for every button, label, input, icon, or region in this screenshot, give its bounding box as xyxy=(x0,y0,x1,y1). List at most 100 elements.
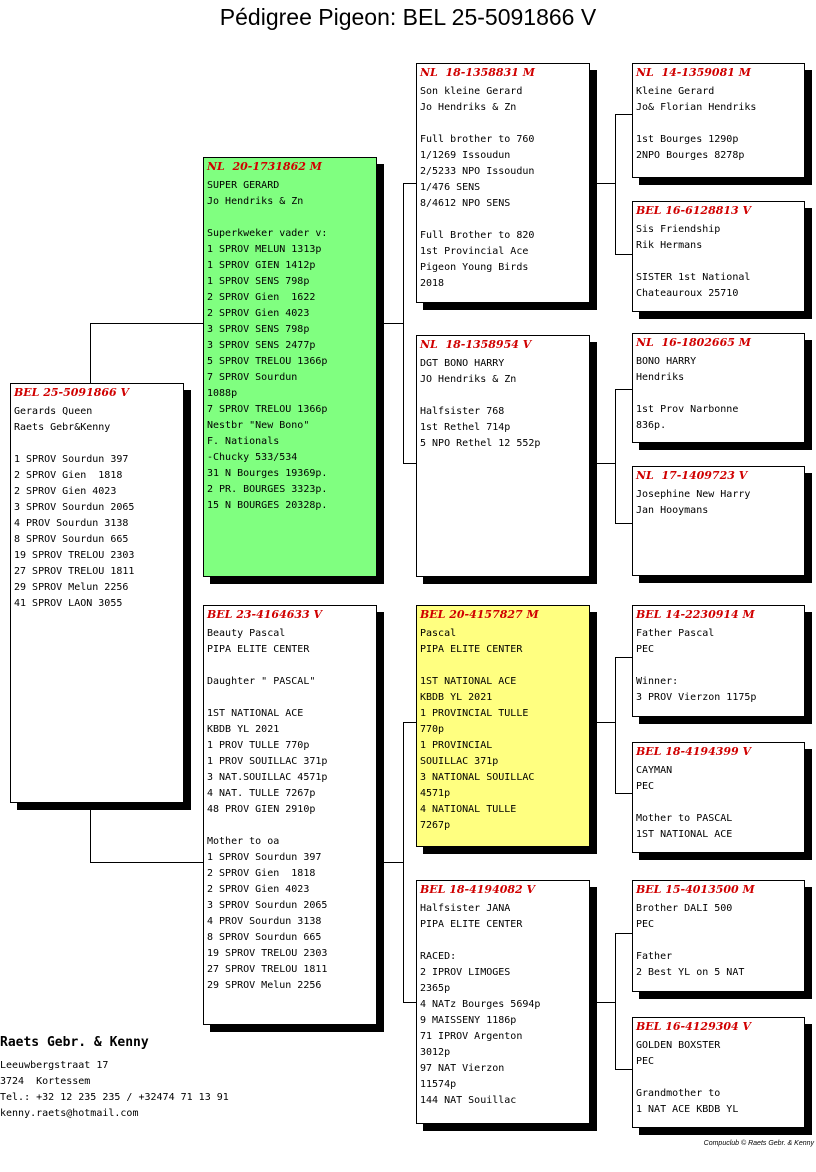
ring-number: NL 16-1802665 M xyxy=(636,336,751,349)
detail-line: 3 NATIONAL SOUILLAC xyxy=(420,772,535,783)
detail-line xyxy=(420,212,586,228)
detail-line: 2 SPROV Gien 4023 xyxy=(14,486,117,497)
owner-info: Raets Gebr. & Kenny Leeuwbergstraat 17 3… xyxy=(0,1034,229,1122)
connector-line xyxy=(615,793,633,794)
connector-line xyxy=(596,1002,616,1003)
detail-line: 2 SPROV Gien 4023 xyxy=(207,884,310,895)
detail-line xyxy=(636,254,801,270)
detail-line: PEC xyxy=(636,919,655,930)
detail-line: 1 SPROV GIEN 1412p xyxy=(207,260,316,271)
connector-line xyxy=(615,389,633,390)
detail-line: SISTER 1st National xyxy=(636,272,751,283)
detail-line: KBDB YL 2021 xyxy=(420,692,493,703)
detail-line: 8/4612 NPO SENS xyxy=(420,198,511,209)
detail-line xyxy=(636,658,801,674)
detail-line: 2 PR. BOURGES 3323p. xyxy=(207,484,328,495)
detail-line: BONO HARRY xyxy=(636,356,697,367)
detail-line: 7267p xyxy=(420,820,451,831)
ring-number: NL 17-1409723 V xyxy=(636,469,748,482)
detail-line: Jan Hooymans xyxy=(636,505,709,516)
detail-line xyxy=(420,658,586,674)
detail-line: 1 PROVINCIAL xyxy=(420,740,493,751)
detail-line: 1/1269 Issoudun xyxy=(420,150,511,161)
detail-line: 8 SPROV Sourdun 665 xyxy=(207,932,322,943)
detail-line: Jo Hendriks & Zn xyxy=(420,102,517,113)
detail-line: 4 PROV Sourdun 3138 xyxy=(207,916,322,927)
pigeon-card-sire-dam-sire: NL 16-1802665 M BONO HARRY Hendriks 1st Pr… xyxy=(632,333,805,443)
detail-line: PEC xyxy=(636,1056,655,1067)
detail-line: 3 SPROV SENS 2477p xyxy=(207,340,316,351)
detail-line: Full Brother to 820 xyxy=(420,230,535,241)
detail-line: 2NPO Bourges 8278p xyxy=(636,150,745,161)
detail-line: 7 SPROV TRELOU 1366p xyxy=(207,404,328,415)
detail-line: Winner: xyxy=(636,676,679,687)
ring-number: NL 20-1731862 M xyxy=(207,160,322,173)
detail-line: 1st Rethel 714p xyxy=(420,422,511,433)
detail-line: 27 SPROV TRELOU 1811 xyxy=(14,566,135,577)
connector-line xyxy=(615,114,633,115)
ring-number: BEL 16-6128813 V xyxy=(636,204,752,217)
ring-number: BEL 23-4164633 V xyxy=(207,608,323,621)
detail-line: 11574p xyxy=(420,1079,457,1090)
ring-number: BEL 15-4013500 M xyxy=(636,883,755,896)
detail-line: 7 SPROV Sourdun xyxy=(207,372,298,383)
detail-line xyxy=(636,386,801,402)
detail-line: Gerards Queen xyxy=(14,406,93,417)
pigeon-details: BONO HARRY Hendriks 1st Prov Narbonne 836p. xyxy=(636,354,801,434)
detail-line xyxy=(636,1070,801,1086)
detail-line: 1 SPROV SENS 798p xyxy=(207,276,310,287)
detail-line: Mother to oa xyxy=(207,836,280,847)
detail-line: 4571p xyxy=(420,788,451,799)
detail-line: 19 SPROV TRELOU 2303 xyxy=(207,948,328,959)
detail-line: Father xyxy=(636,951,673,962)
detail-line: Brother DALI 500 xyxy=(636,903,733,914)
detail-line: Mother to PASCAL xyxy=(636,813,733,824)
detail-line: DGT BONO HARRY xyxy=(420,358,505,369)
detail-line: Raets Gebr&Kenny xyxy=(14,422,111,433)
detail-line: 1st Prov Narbonne xyxy=(636,404,739,415)
page-title: Pédigree Pigeon: BEL 25-5091866 V xyxy=(219,4,597,30)
detail-line xyxy=(420,388,586,404)
detail-line: 4 NATz Bourges 5694p xyxy=(420,999,541,1010)
owner-phone: Tel.: +32 12 235 235 / +32474 71 13 91 xyxy=(0,1092,229,1103)
detail-line: KBDB YL 2021 xyxy=(207,724,280,735)
detail-line: Hendriks xyxy=(636,372,685,383)
connector-line xyxy=(403,183,417,184)
connector-line xyxy=(90,323,204,324)
connector-line xyxy=(403,1002,417,1003)
connector-line xyxy=(90,803,91,863)
detail-line: SOUILLAC 371p xyxy=(420,756,499,767)
detail-line: 3 SPROV Sourdun 2065 xyxy=(14,502,135,513)
footer-credit: Compuclub © Raets Gebr. & Kenny xyxy=(703,1140,814,1147)
detail-line: Father Pascal xyxy=(636,628,715,639)
detail-line: 1st Bourges 1290p xyxy=(636,134,739,145)
detail-line: Kleine Gerard xyxy=(636,86,715,97)
detail-line xyxy=(420,116,586,132)
detail-line xyxy=(14,436,180,452)
detail-line: 1 PROV TULLE 770p xyxy=(207,740,310,751)
detail-line: 1/476 SENS xyxy=(420,182,481,193)
detail-line xyxy=(636,933,801,949)
detail-line: 836p. xyxy=(636,420,667,431)
detail-line: 27 SPROV TRELOU 1811 xyxy=(207,964,328,975)
connector-line xyxy=(615,1069,633,1070)
detail-line: 4 NAT. TULLE 7267p xyxy=(207,788,316,799)
connector-line xyxy=(90,323,91,383)
detail-line: CAYMAN xyxy=(636,765,673,776)
detail-line: GOLDEN BOXSTER xyxy=(636,1040,721,1051)
detail-line: 1ST NATIONAL ACE xyxy=(420,676,517,687)
detail-line: 4 NATIONAL TULLE xyxy=(420,804,517,815)
detail-line: 5 NPO Rethel 12 552p xyxy=(420,438,541,449)
connector-line xyxy=(403,722,417,723)
detail-line: Sis Friendship xyxy=(636,224,721,235)
